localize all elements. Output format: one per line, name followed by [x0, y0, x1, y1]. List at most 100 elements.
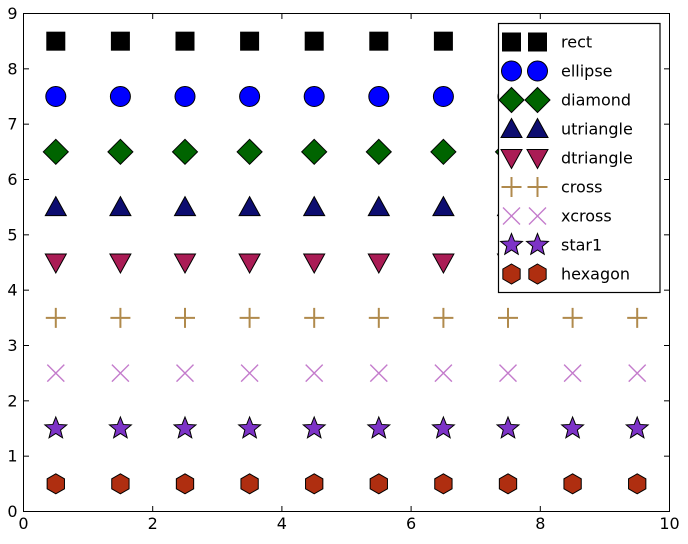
dtriangle-legend-marker	[500, 149, 523, 170]
rect-marker	[175, 31, 195, 51]
y-tick-label: 7	[7, 115, 17, 134]
ellipse-legend-marker	[501, 60, 522, 82]
series-xcross	[46, 364, 647, 383]
hexagon-marker	[563, 473, 582, 495]
utriangle-marker	[367, 195, 391, 217]
hexagon-marker	[628, 473, 647, 495]
rect-marker	[304, 31, 324, 51]
star1-marker	[301, 415, 327, 439]
y-tick-label: 2	[7, 391, 17, 410]
utriangle-legend-marker	[500, 117, 523, 138]
y-tick-label: 0	[7, 502, 17, 521]
legend-entry-rect: rect	[502, 32, 592, 52]
star1-marker	[108, 415, 133, 439]
ticks	[23, 13, 670, 512]
legend-box	[497, 22, 661, 294]
hexagon-marker	[111, 473, 130, 495]
cross-marker	[498, 307, 518, 328]
star1-legend-marker	[499, 232, 524, 256]
diamond-marker	[430, 138, 457, 166]
ellipse-marker	[432, 86, 454, 107]
cross-marker	[627, 307, 648, 328]
diamond-marker	[365, 138, 393, 166]
xcross-marker	[499, 364, 517, 383]
x-tick-label: 0	[18, 514, 28, 533]
utriangle-marker	[173, 195, 197, 217]
y-tick-label: 5	[7, 225, 17, 244]
hexagon-marker	[369, 473, 388, 495]
xcross-marker	[563, 364, 582, 383]
rect-marker	[433, 31, 453, 51]
hexagon-marker	[305, 473, 324, 495]
legend-label: hexagon	[561, 265, 630, 284]
cross-marker	[368, 307, 389, 328]
legend-label: rect	[561, 33, 592, 52]
star1-legend-marker	[525, 232, 550, 256]
ellipse-marker	[303, 86, 325, 107]
ellipse-legend-marker	[527, 60, 548, 82]
ellipse-marker	[239, 86, 261, 107]
legend-entry-diamond: diamond	[498, 86, 631, 114]
diamond-marker	[300, 138, 328, 166]
rect-marker	[369, 31, 389, 51]
diamond-legend-marker	[498, 86, 525, 114]
legend-label: diamond	[561, 91, 631, 110]
hexagon-marker	[434, 473, 453, 495]
ellipse-marker	[174, 86, 196, 107]
dtriangle-legend-marker	[526, 149, 549, 170]
legend-label: xcross	[561, 207, 612, 226]
legend-entry-cross: cross	[501, 177, 602, 197]
hexagon-marker	[240, 473, 259, 495]
y-tick-label: 3	[7, 336, 17, 355]
utriangle-legend-marker	[526, 117, 549, 138]
series-hexagon	[46, 473, 647, 495]
utriangle-marker	[109, 195, 132, 217]
y-tick-label: 6	[7, 170, 17, 189]
y-tick-label: 1	[7, 447, 17, 466]
diamond-marker	[236, 138, 263, 166]
diamond-marker	[171, 138, 199, 166]
xcross-marker	[111, 364, 130, 383]
star1-marker	[43, 415, 69, 439]
y-tick-label: 4	[7, 281, 17, 300]
x-tick-label: 4	[277, 514, 287, 533]
legend-label: star1	[561, 236, 602, 255]
diamond-legend-marker	[524, 86, 551, 114]
legend-label: dtriangle	[561, 149, 633, 168]
xcross-marker	[240, 364, 259, 383]
xcross-legend-marker	[502, 207, 521, 225]
legend-entry-hexagon: hexagon	[502, 263, 630, 285]
cross-marker	[110, 307, 131, 328]
rect-legend-marker	[502, 32, 521, 52]
x-tick-label: 2	[148, 514, 158, 533]
utriangle-marker	[432, 195, 455, 217]
utriangle-marker	[302, 195, 326, 217]
dtriangle-marker	[238, 253, 261, 275]
diamond-marker	[107, 138, 134, 166]
rect-marker	[110, 31, 130, 51]
axes-frame	[23, 13, 670, 512]
xcross-marker	[176, 364, 194, 383]
dtriangle-marker	[302, 253, 326, 275]
legend-entry-dtriangle: dtriangle	[500, 149, 633, 170]
legend-label: utriangle	[561, 120, 633, 139]
legend: rectellipsediamondutriangledtrianglecros…	[497, 22, 661, 294]
xcross-legend-marker	[528, 207, 547, 225]
star1-marker	[560, 415, 585, 439]
x-tick-label: 10	[659, 514, 679, 533]
dtriangle-marker	[109, 253, 132, 275]
xcross-marker	[305, 364, 324, 383]
ellipse-marker	[109, 86, 131, 107]
y-tick-label: 8	[7, 59, 17, 78]
legend-label: cross	[561, 178, 602, 197]
cross-marker	[433, 307, 454, 328]
cross-legend-marker	[501, 177, 522, 197]
hexagon-marker	[46, 473, 65, 495]
rect-legend-marker	[528, 32, 547, 52]
star1-marker	[237, 415, 262, 439]
legend-entry-utriangle: utriangle	[500, 117, 633, 139]
hexagon-marker	[498, 473, 518, 495]
